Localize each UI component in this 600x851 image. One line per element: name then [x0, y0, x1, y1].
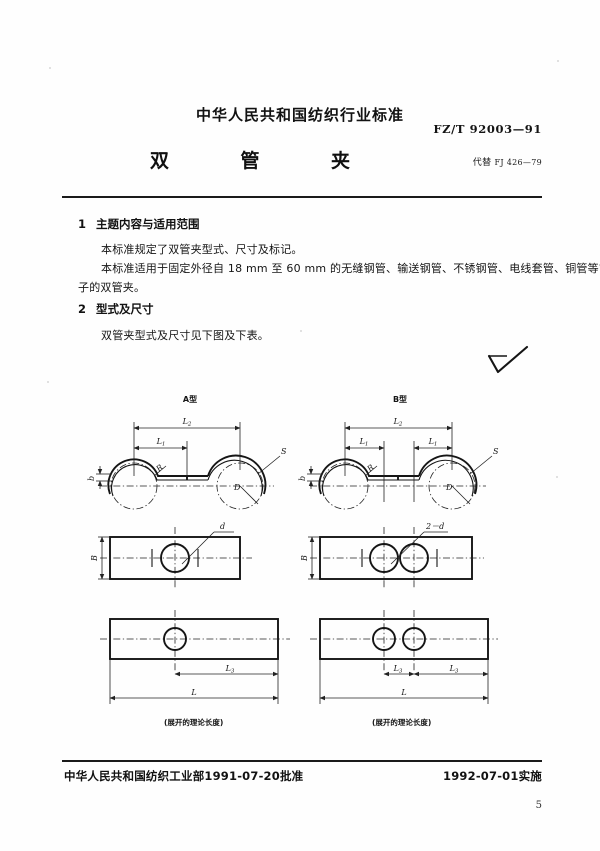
type-b-label-hole-offset-right: L3	[449, 664, 459, 675]
footer-effective-date: 1992-07-01实施	[443, 769, 542, 783]
clause-1-number: 1	[78, 217, 87, 231]
clause-2-paragraph-1: 双管夹型式及尺寸见下图及下表。	[101, 329, 269, 342]
replaces-label: 代替	[472, 158, 492, 168]
footer-approval: 中华人民共和国纺织工业部1991-07-20批准	[64, 769, 304, 783]
type-b-label-holes: 2－d	[425, 522, 444, 531]
clause-2-title: 型式及尺寸	[96, 302, 154, 316]
type-b-label-developed-length: L	[400, 688, 406, 697]
type-a-label-diameter: D	[233, 483, 241, 492]
type-a-label-width: B	[90, 555, 99, 562]
clause-1-paragraph-1: 本标准规定了双管夹型式、尺寸及标记。	[101, 243, 303, 256]
clause-1-heading: 1 主题内容与适用范围	[78, 216, 200, 232]
type-b-label-hole-offset-left: L3	[393, 664, 403, 675]
type-b-caption: (展开的理论长度)	[372, 718, 432, 727]
header-divider	[62, 196, 542, 198]
type-b-title: B型	[393, 394, 407, 404]
document-name-char-2: 管	[240, 150, 260, 172]
type-a-label-hole: d	[220, 522, 225, 531]
type-b-label-width: B	[300, 555, 309, 562]
type-a-caption: (展开的理论长度)	[164, 718, 224, 727]
clause-1-paragraph-2: 本标准适用于固定外径自 18 mm 至 60 mm 的无缝钢管、输送钢管、不锈钢…	[101, 262, 600, 275]
type-a-label-surface: S	[281, 447, 287, 456]
scan-speckle	[557, 60, 559, 62]
page-number: 5	[535, 800, 542, 811]
clause-1-paragraph-3: 子的双管夹。	[78, 281, 146, 294]
scan-speckle	[556, 476, 558, 478]
clause-2-heading: 2 型式及尺寸	[78, 301, 154, 317]
type-a-title: A型	[183, 394, 197, 404]
type-a-label-hole-offset: L3	[225, 664, 235, 675]
type-b-label-overall-top: L2	[393, 417, 403, 428]
replaces-number: FJ 426—79	[494, 158, 542, 167]
clause-2-number: 2	[78, 302, 87, 316]
type-a-label-thickness: b	[87, 476, 96, 481]
type-a-label-overall-top: L2	[182, 417, 192, 428]
type-b-label-inner-right: L1	[428, 437, 438, 448]
type-b-label-thickness: b	[298, 476, 307, 481]
document-name-char-1: 双	[150, 150, 170, 172]
replaces-note: 代替 FJ 426—79	[473, 155, 542, 168]
footer-divider	[62, 760, 542, 762]
type-b-label-inner-left: L1	[359, 437, 369, 448]
type-a-label-radius: R	[154, 463, 165, 474]
type-b-label-diameter: D	[445, 483, 453, 492]
technical-drawings: .ln { stroke:#151515; stroke-width:1.1; …	[87, 394, 499, 704]
standard-title: 中华人民共和国纺织行业标准	[195, 106, 404, 124]
standard-number: FZ/T 92003—91	[433, 122, 542, 136]
scan-speckle	[49, 67, 51, 69]
document-name: 双 管 夹	[150, 146, 350, 173]
document-name-char-3: 夹	[330, 150, 350, 172]
clause-1-title: 主题内容与适用范围	[96, 217, 200, 231]
scan-speckle	[300, 330, 302, 332]
scan-speckle	[47, 381, 49, 383]
surface-finish-symbol-icon	[487, 345, 529, 374]
type-b-label-radius: R	[365, 463, 376, 474]
type-b-label-surface: S	[493, 447, 499, 456]
type-a-label-inner-top: L1	[156, 437, 166, 448]
type-a-label-developed-length: L	[190, 688, 196, 697]
